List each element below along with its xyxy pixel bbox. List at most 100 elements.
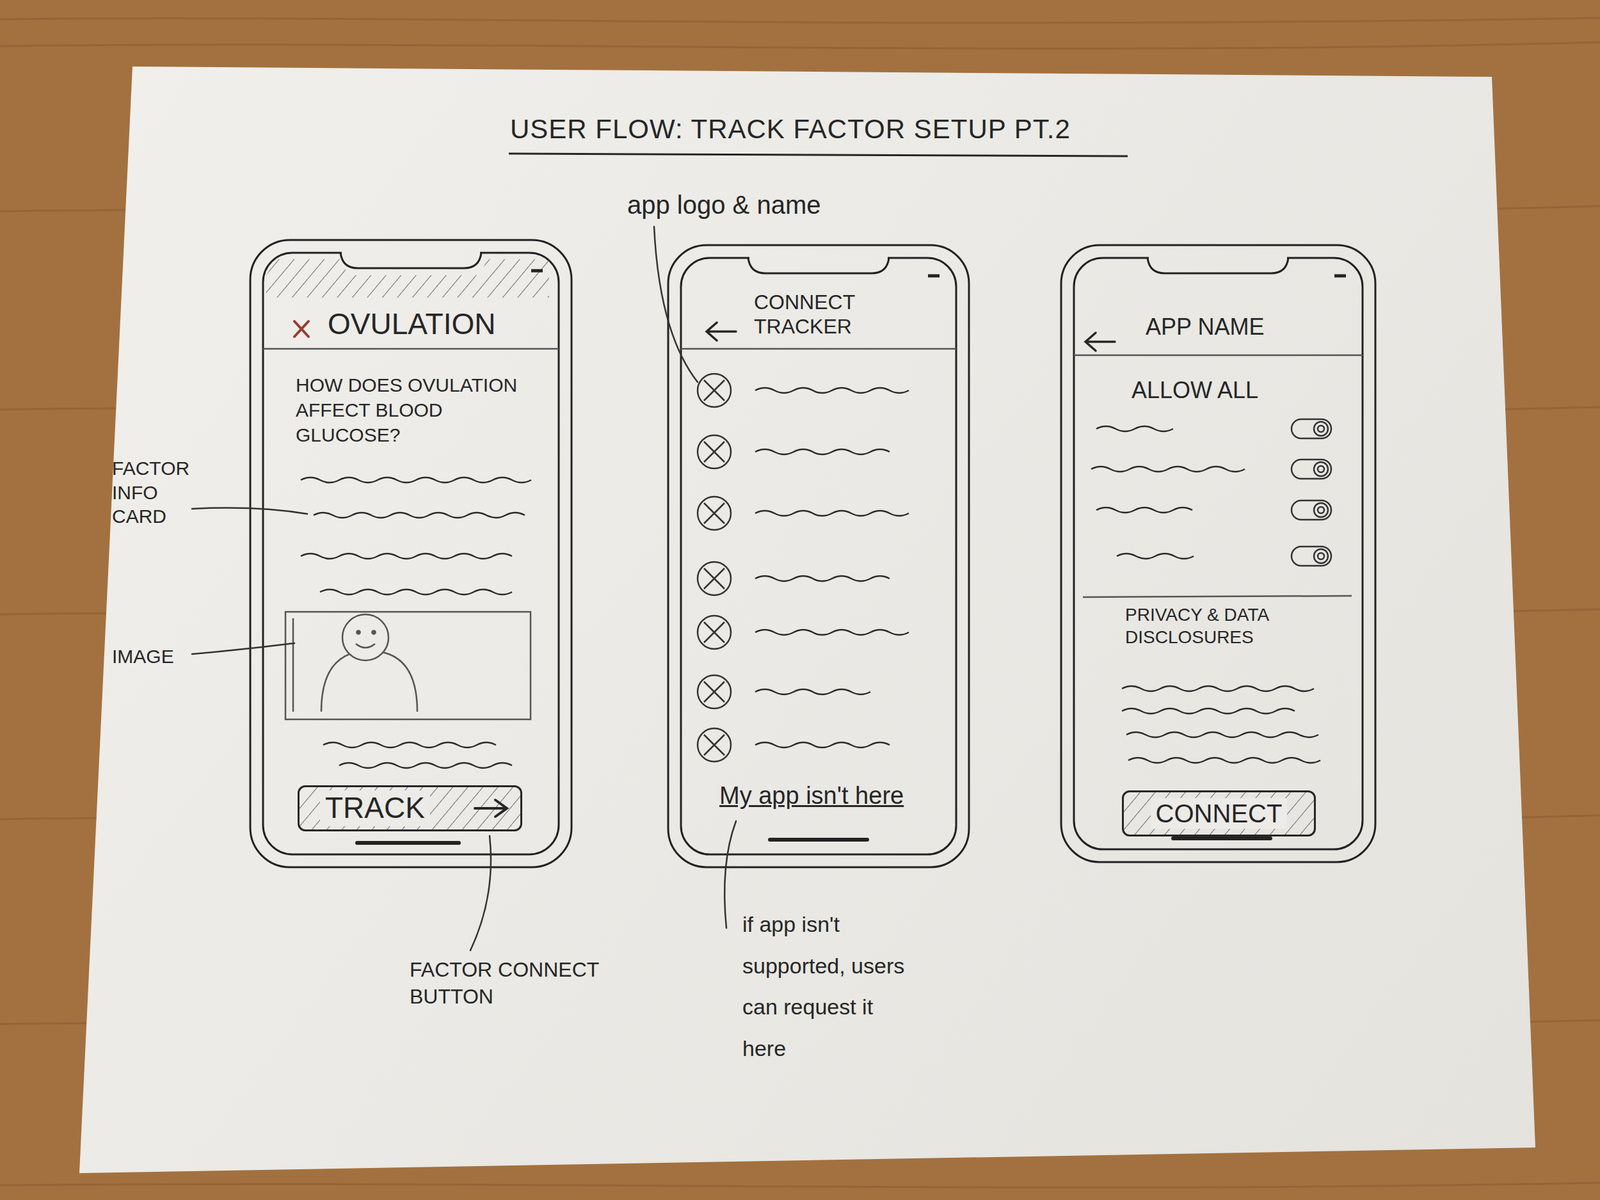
app-logo — [704, 441, 725, 463]
request-link: My app isn't here — [719, 781, 904, 811]
battery-icon — [1334, 274, 1346, 278]
phone-screen-outline — [680, 257, 957, 855]
app-logo — [704, 681, 725, 703]
toggle-knob — [1317, 465, 1325, 473]
text-placeholder — [1128, 757, 1321, 763]
paper-sheet — [79, 66, 1536, 1174]
text-placeholder — [1091, 466, 1245, 472]
back-arrow — [1085, 332, 1115, 351]
text-placeholder — [755, 576, 890, 582]
button-label: CONNECT — [1150, 798, 1288, 829]
app-logo — [697, 373, 731, 408]
screen-title: OVULATION — [327, 306, 496, 342]
app-logo — [704, 622, 725, 643]
text-placeholder — [755, 629, 909, 635]
text-placeholder — [320, 589, 512, 595]
phone-outline — [250, 240, 572, 868]
annotation: FACTOR INFO CARD — [112, 456, 208, 529]
notch-gap — [1148, 254, 1288, 261]
toggle-switch — [1291, 546, 1332, 566]
app-logo — [697, 675, 731, 709]
toggle-knob — [1313, 462, 1328, 477]
wood-grain — [0, 17, 1600, 1188]
app-logo — [697, 561, 731, 596]
text-placeholder — [1121, 708, 1295, 714]
wood-grain — [0, 1182, 1600, 1188]
toggle-switch — [1291, 500, 1332, 520]
button-hatching — [298, 786, 521, 831]
toggle-knob — [1317, 506, 1325, 514]
app-logo — [697, 496, 731, 530]
home-indicator — [1173, 836, 1271, 841]
text-placeholder — [755, 387, 909, 393]
phone-notch — [1147, 257, 1289, 274]
toggle-knob — [1313, 549, 1328, 564]
toggle-knob — [1313, 503, 1328, 518]
close-icon — [294, 321, 309, 337]
app-logo — [697, 728, 731, 762]
page-title: USER FLOW: TRACK FACTOR SETUP PT.2 — [510, 113, 1071, 145]
header-hatching — [266, 259, 550, 298]
annotation: FACTOR CONNECT BUTTON — [409, 956, 660, 1010]
title-underline — [508, 153, 1128, 157]
app-logo — [704, 568, 725, 589]
toggle-switch — [1291, 459, 1332, 479]
section-heading: ALLOW ALL — [1131, 376, 1259, 404]
arrow-icon — [474, 800, 507, 817]
phone-frame — [250, 240, 572, 868]
person-smile — [355, 643, 376, 648]
battery-icon — [531, 269, 543, 273]
header-divider — [263, 348, 559, 351]
section-divider — [1082, 595, 1352, 598]
toggle-knob — [1317, 425, 1325, 432]
leader-line — [192, 643, 295, 655]
annotation: if app isn't supported, users can reques… — [742, 903, 916, 1069]
header-divider — [680, 348, 957, 351]
app-logo — [704, 734, 725, 756]
app-logo — [697, 435, 731, 469]
text-placeholder — [755, 387, 909, 748]
leader-line — [192, 226, 736, 951]
leader-line — [192, 508, 308, 514]
header-divider — [1073, 354, 1363, 357]
toggle-switch — [1291, 419, 1332, 566]
person-head — [342, 614, 389, 661]
phone-screen-outline — [1073, 257, 1363, 850]
card-heading: HOW DOES OVULATION AFFECT BLOOD GLUCOSE? — [295, 372, 549, 448]
image-placeholder — [285, 611, 531, 720]
wood-grain — [0, 17, 1600, 24]
toggle-knob — [1317, 552, 1325, 560]
text-placeholder — [755, 449, 890, 455]
toggle-knob — [1313, 421, 1328, 436]
phone-frame — [668, 245, 969, 868]
phone-frame — [1061, 245, 1376, 863]
phone-screen: CONNECT TRACKER My app isn't here — [668, 245, 969, 868]
person-eye — [372, 631, 376, 635]
text-placeholder — [1116, 553, 1194, 559]
text-placeholder — [313, 512, 525, 518]
annotation: app logo & name — [627, 189, 821, 221]
image-frame — [285, 611, 531, 720]
text-placeholder — [1091, 426, 1321, 763]
text-placeholder — [1121, 686, 1314, 692]
text-placeholder — [1096, 426, 1174, 432]
phone-notch — [340, 252, 482, 269]
battery-icon — [928, 274, 940, 278]
leader-line — [724, 821, 736, 928]
back-arrow — [706, 322, 736, 341]
section-heading: PRIVACY & DATA DISCLOSURES — [1125, 603, 1337, 649]
text-placeholder — [339, 762, 512, 768]
text-placeholder — [300, 553, 512, 559]
phone-outline — [1061, 245, 1376, 863]
notch-gap — [749, 254, 888, 261]
track-button: TRACK — [297, 785, 523, 832]
screen-title: CONNECT TRACKER — [753, 289, 895, 340]
app-logo — [697, 615, 731, 649]
text-placeholder — [1096, 507, 1193, 513]
app-logo — [704, 503, 725, 524]
toggle-switch — [1291, 419, 1332, 439]
text-placeholder — [300, 477, 532, 483]
